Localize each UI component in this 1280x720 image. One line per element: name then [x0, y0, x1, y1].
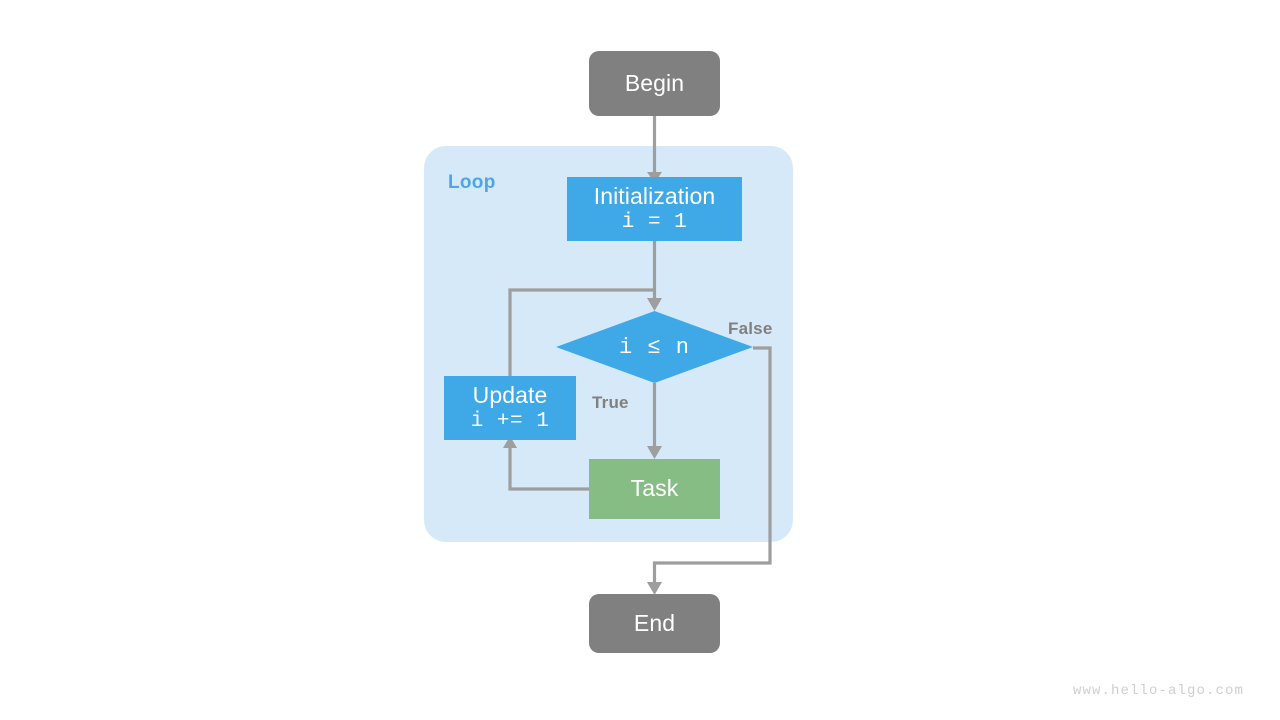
- decision-diamond-shape: [556, 311, 753, 383]
- node-end[interactable]: End: [589, 594, 720, 653]
- node-initialization-code: i = 1: [621, 210, 688, 234]
- node-begin-label: Begin: [624, 69, 685, 96]
- loop-group-label: Loop: [448, 172, 496, 193]
- edge-label-false: False: [728, 319, 773, 338]
- node-initialization[interactable]: Initialization i = 1: [567, 177, 742, 241]
- node-update[interactable]: Update i += 1: [444, 376, 576, 440]
- site-watermark: www.hello-algo.com: [1072, 683, 1244, 699]
- node-update-label: Update: [472, 381, 548, 408]
- node-end-label: End: [633, 609, 676, 636]
- edge-label-true: True: [592, 393, 629, 412]
- node-task[interactable]: Task: [589, 459, 720, 519]
- node-begin[interactable]: Begin: [589, 51, 720, 116]
- node-decision-label: i ≤ n: [618, 334, 690, 360]
- node-initialization-label: Initialization: [593, 182, 716, 209]
- node-task-label: Task: [630, 475, 679, 502]
- node-decision[interactable]: i ≤ n: [556, 311, 753, 383]
- node-update-code: i += 1: [470, 409, 550, 433]
